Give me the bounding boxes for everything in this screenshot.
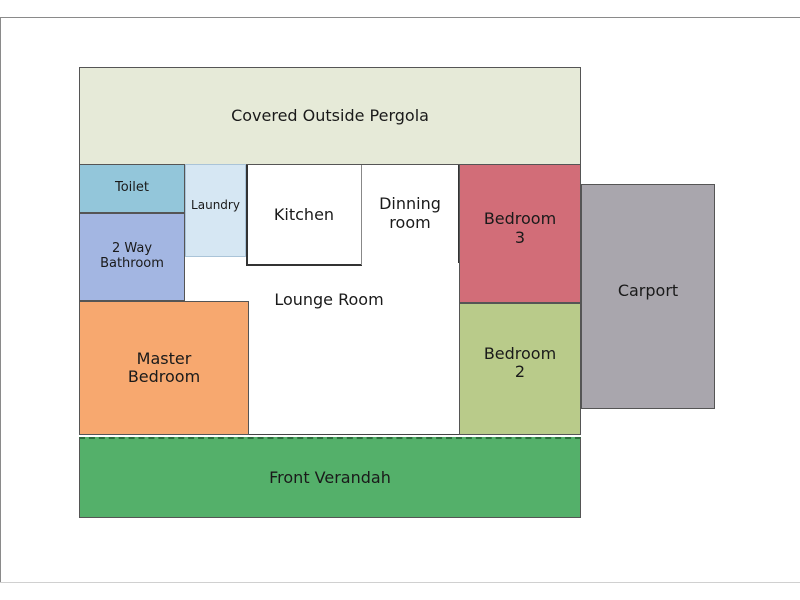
room-covered-outside-pergola: Covered Outside Pergola: [79, 67, 581, 165]
carport-label: Carport: [617, 281, 679, 301]
dining-room-label: Dinning room: [368, 194, 452, 232]
bedroom3-label-line1: Bedroom: [483, 209, 557, 229]
frame-left-border: [0, 17, 1, 583]
lounge-room-label: Lounge Room: [274, 290, 384, 309]
pergola-label: Covered Outside Pergola: [231, 105, 429, 125]
room-front-verandah: Front Verandah: [79, 437, 581, 518]
room-2-way-bathroom: 2 Way Bathroom: [79, 213, 185, 301]
master-bedroom-label: Master Bedroom: [127, 348, 201, 387]
room-bedroom-3: Bedroom 3: [459, 164, 581, 303]
kitchen-left-wall: [246, 165, 248, 265]
bedroom-3-label: Bedroom 3: [483, 209, 557, 247]
bedroom2-label-line2: 2: [514, 362, 526, 381]
room-toilet: Toilet: [79, 164, 185, 213]
bedroom-2-label: Bedroom 2: [483, 343, 557, 382]
verandah-label: Front Verandah: [269, 467, 391, 487]
dining-label-line2: room: [389, 213, 431, 233]
bedroom3-label-line2: 3: [514, 227, 526, 247]
master-label-line1: Master: [136, 348, 192, 368]
kitchen-dining-divider: [361, 165, 362, 265]
bathroom-label: 2 Way Bathroom: [100, 241, 164, 272]
master-label-line2: Bedroom: [127, 367, 201, 386]
dining-label-line1: Dinning: [379, 194, 441, 213]
laundry-label: Laundry: [191, 197, 240, 212]
frame-top-border: [0, 17, 800, 18]
bathroom-label-line1: 2 Way: [111, 241, 153, 257]
bedroom2-label-line1: Bedroom: [483, 343, 557, 363]
room-carport: Carport: [581, 184, 715, 409]
room-laundry: Laundry: [185, 164, 246, 257]
room-master-bedroom: Master Bedroom: [79, 301, 249, 435]
kitchen-bottom-wall: [246, 264, 362, 266]
room-bedroom-2: Bedroom 2: [459, 303, 581, 435]
toilet-label: Toilet: [114, 180, 149, 196]
bathroom-label-line2: Bathroom: [100, 256, 164, 271]
kitchen-label: Kitchen: [273, 205, 335, 224]
frame-bottom-border: [0, 582, 800, 583]
